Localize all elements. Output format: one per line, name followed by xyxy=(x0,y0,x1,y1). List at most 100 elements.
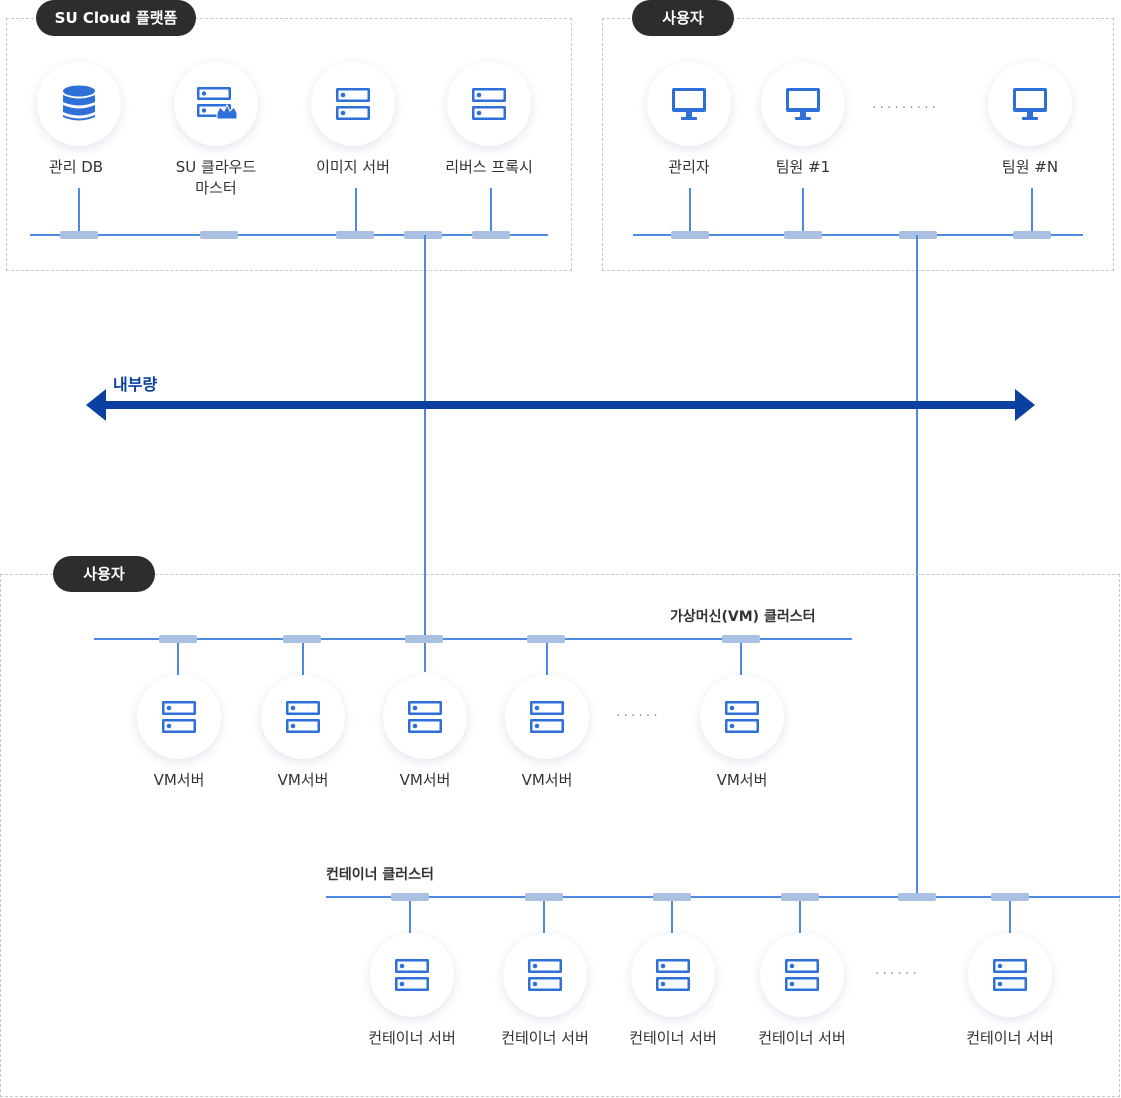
port xyxy=(200,231,238,239)
vm-server-node xyxy=(505,675,589,759)
container-server-node xyxy=(503,933,587,1017)
node-label: 팀원 #N xyxy=(1001,158,1059,176)
container-link xyxy=(799,897,801,933)
server-icon xyxy=(724,700,760,734)
port xyxy=(653,893,691,901)
platform-link xyxy=(490,188,492,234)
port xyxy=(527,635,565,643)
server-icon xyxy=(407,700,443,734)
member-n-node xyxy=(988,62,1072,146)
container-link xyxy=(409,897,411,933)
node-label: 컨테이너 서버 xyxy=(966,1029,1054,1047)
users-group-top xyxy=(602,18,1114,271)
vm-link xyxy=(740,639,742,675)
container-server-node xyxy=(968,933,1052,1017)
admin-node xyxy=(647,62,731,146)
ellipsis: ······ xyxy=(875,966,920,982)
container-bus-line xyxy=(326,896,1120,898)
node-label: 팀원 #1 xyxy=(775,158,831,176)
traffic-arrow-line xyxy=(102,401,1018,409)
users-to-container-trunk xyxy=(916,235,918,897)
port xyxy=(472,231,510,239)
port xyxy=(405,635,443,643)
reverse-proxy-node xyxy=(447,62,531,146)
users-title-top: 사용자 xyxy=(632,0,734,36)
node-label: 컨테이너 서버 xyxy=(368,1029,456,1047)
container-server-node xyxy=(760,933,844,1017)
port xyxy=(159,635,197,643)
server-icon xyxy=(285,700,321,734)
container-cluster-label: 컨테이너 클러스터 xyxy=(326,867,434,883)
database-node xyxy=(37,62,121,146)
platform-group xyxy=(6,18,572,271)
node-label: SU 클라우드 마스터 xyxy=(175,158,257,197)
server-icon xyxy=(394,958,430,992)
master-server-icon xyxy=(195,86,237,122)
users-group-bottom xyxy=(0,574,1120,1097)
platform-bus-line xyxy=(30,234,548,236)
server-icon xyxy=(527,958,563,992)
server-icon xyxy=(784,958,820,992)
node-label: VM서버 xyxy=(153,771,205,789)
vm-bus-line xyxy=(94,638,852,640)
ellipsis: ······ xyxy=(616,708,661,724)
node-label: VM서버 xyxy=(399,771,451,789)
node-label: 컨테이너 서버 xyxy=(629,1029,717,1047)
port xyxy=(404,231,442,239)
port xyxy=(784,231,822,239)
users-link xyxy=(802,188,804,234)
server-icon xyxy=(992,958,1028,992)
vm-server-node xyxy=(383,675,467,759)
users-title-bottom: 사용자 xyxy=(53,556,155,592)
port xyxy=(525,893,563,901)
master-node xyxy=(174,62,258,146)
server-icon xyxy=(161,700,197,734)
vm-server-node xyxy=(700,675,784,759)
port xyxy=(991,893,1029,901)
member-1-node xyxy=(761,62,845,146)
platform-link xyxy=(78,188,80,234)
arrow-right-icon xyxy=(1015,389,1035,425)
port xyxy=(391,893,429,901)
platform-link xyxy=(355,188,357,234)
container-link xyxy=(543,897,545,933)
users-link xyxy=(1031,188,1033,234)
platform-title: SU Cloud 플랫폼 xyxy=(36,0,196,36)
node-label: VM서버 xyxy=(716,771,768,789)
server-icon xyxy=(471,87,507,121)
port xyxy=(336,231,374,239)
vm-link xyxy=(546,639,548,675)
container-link xyxy=(671,897,673,933)
users-link xyxy=(689,188,691,234)
vm-server-node xyxy=(261,675,345,759)
port xyxy=(671,231,709,239)
container-server-node xyxy=(631,933,715,1017)
port xyxy=(898,893,936,901)
container-server-node xyxy=(370,933,454,1017)
node-label: 컨테이너 서버 xyxy=(501,1029,589,1047)
port xyxy=(1013,231,1051,239)
node-label: 컨테이너 서버 xyxy=(758,1029,846,1047)
vm-cluster-label: 가상머신(VM) 클러스터 xyxy=(670,609,816,625)
vm-link xyxy=(177,639,179,675)
ellipsis: ········· xyxy=(872,100,940,116)
node-label: VM서버 xyxy=(277,771,329,789)
node-label: VM서버 xyxy=(521,771,573,789)
port xyxy=(283,635,321,643)
image-server-node xyxy=(311,62,395,146)
node-label: 이미지 서버 xyxy=(316,158,390,176)
vm-link xyxy=(302,639,304,675)
port xyxy=(60,231,98,239)
node-label: 리버스 프록시 xyxy=(445,158,533,176)
server-icon xyxy=(335,87,371,121)
port xyxy=(722,635,760,643)
monitor-icon xyxy=(785,87,821,121)
vm-server-node xyxy=(137,675,221,759)
database-icon xyxy=(62,85,96,123)
arrow-left-icon xyxy=(86,389,106,425)
users-bus-line xyxy=(633,234,1083,236)
container-link xyxy=(1009,897,1011,933)
node-label: 관리자 xyxy=(668,158,710,176)
server-icon xyxy=(655,958,691,992)
monitor-icon xyxy=(671,87,707,121)
